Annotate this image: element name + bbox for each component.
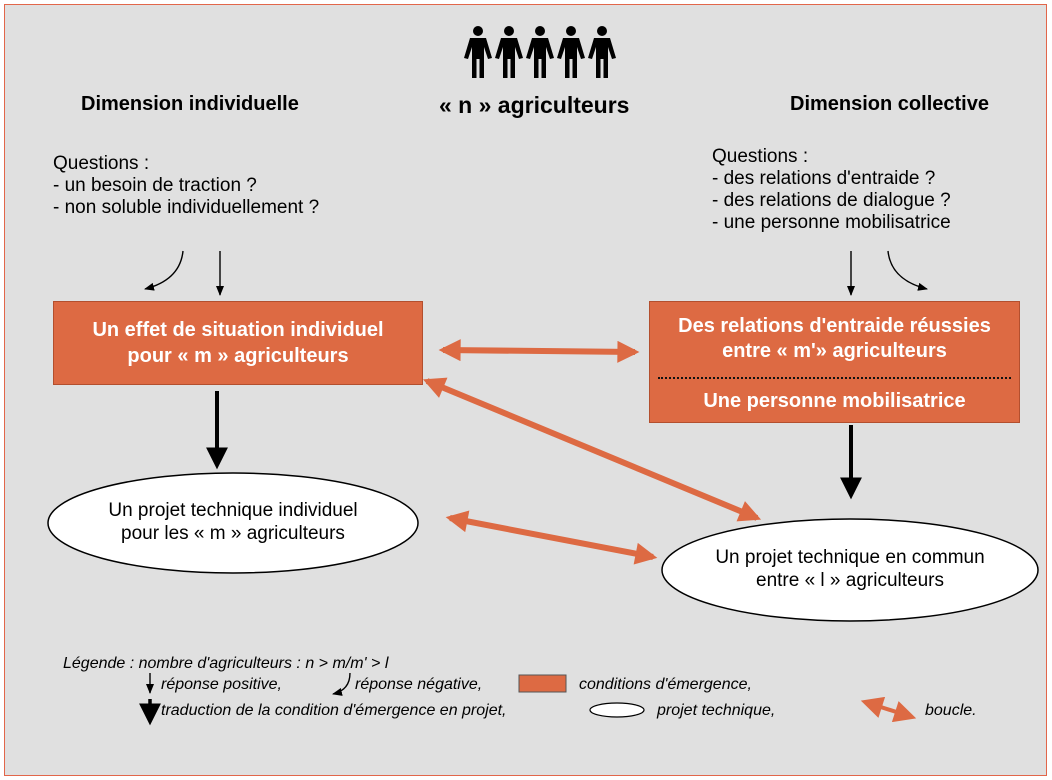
legend-positive-label: réponse positive, — [161, 676, 282, 693]
legend-translation-label: traduction de la condition d'émergence e… — [161, 702, 507, 719]
individual-project-oval — [47, 472, 419, 574]
loop-arrow-diagonal — [422, 377, 762, 522]
legend-negative-label: réponse négative, — [355, 676, 483, 693]
left-question-item: - un besoin de traction ? — [53, 175, 257, 196]
collective-relations-text: Des relations d'entraide réussies entre … — [650, 314, 1019, 364]
individual-dimension-title: Dimension individuelle — [81, 93, 299, 115]
collective-project-text: Un projet technique en commun entre « l … — [662, 546, 1038, 592]
legend-loop-label: boucle. — [925, 702, 977, 719]
right-question-item: - une personne mobilisatrice — [712, 212, 951, 233]
collective-condition-box: Des relations d'entraide réussies entre … — [649, 301, 1020, 423]
legend-project-label: projet technique, — [657, 702, 776, 719]
collective-condition-line: entre « m'» agriculteurs — [722, 340, 947, 362]
mobilising-person-text: Une personne mobilisatrice — [703, 390, 966, 412]
left-question-item: - non soluble individuellement ? — [53, 197, 320, 218]
farmers-icon — [464, 26, 616, 78]
farmers-count-title: « n » agriculteurs — [439, 92, 630, 118]
individual-condition-box: Un effet de situation individuel pour « … — [53, 301, 423, 385]
individual-project-text: Un projet technique individuel pour les … — [48, 499, 418, 545]
right-question-item: - des relations d'entraide ? — [712, 168, 936, 189]
legend-project-oval — [589, 702, 645, 718]
legend-title: Légende : nombre d'agriculteurs : n > m/… — [63, 655, 389, 672]
individual-project-line: pour les « m » agriculteurs — [121, 523, 345, 544]
individual-project-line: Un projet technique individuel — [108, 500, 358, 521]
collective-project-line: Un projet technique en commun — [715, 547, 985, 568]
left-questions-heading: Questions : — [53, 153, 150, 174]
collective-dimension-title: Dimension collective — [790, 93, 989, 115]
diagram-graphics — [47, 26, 1039, 726]
dotted-divider — [658, 377, 1011, 379]
loop-arrow-boxes — [438, 339, 640, 363]
right-questions-heading: Questions : — [712, 146, 809, 167]
legend-negative-arrow — [332, 672, 351, 696]
legend-conditions-label: conditions d'émergence, — [579, 676, 752, 693]
right-questions: Questions : - des relations d'entraide ?… — [712, 146, 951, 234]
loop-arrow-projects — [445, 510, 658, 565]
collective-condition-line: Des relations d'entraide réussies — [678, 315, 991, 337]
right-question-item: - des relations de dialogue ? — [712, 190, 951, 211]
legend-loop-arrow — [860, 696, 917, 723]
collective-project-line: entre « l » agriculteurs — [756, 570, 944, 591]
left-questions: Questions : - un besoin de traction ? - … — [53, 153, 319, 219]
negative-response-arrow — [144, 250, 184, 291]
individual-condition-line: Un effet de situation individuel — [92, 319, 384, 341]
legend-condition-box — [518, 674, 567, 693]
collective-project-oval — [661, 518, 1039, 622]
individual-condition-line: pour « m » agriculteurs — [127, 345, 349, 367]
diagram-frame: Dimension individuelle « n » agriculteur… — [4, 4, 1047, 776]
negative-response-arrow-right — [887, 250, 928, 291]
